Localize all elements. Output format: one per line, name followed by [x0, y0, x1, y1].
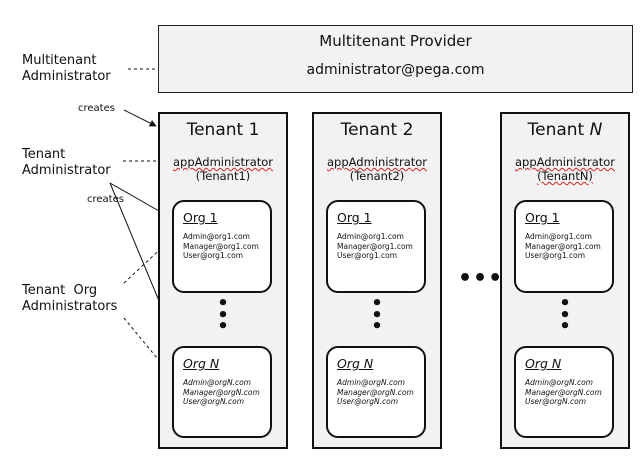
- app-administrator-scope: (Tenant2): [349, 169, 405, 183]
- creates-label-2: creates: [87, 194, 124, 205]
- org-user-admin: Admin@orgN.com: [525, 378, 593, 387]
- creates-tenant-arrow: [123, 109, 157, 127]
- org-title: Org 1: [337, 210, 372, 225]
- org-1-box: Org 1 Admin@org1.com Manager@org1.com Us…: [514, 200, 614, 293]
- org-user-user: User@orgN.com: [183, 397, 245, 406]
- org-users: Admin@orgN.com Manager@orgN.com User@org…: [183, 378, 260, 407]
- org-user-admin: Admin@org1.com: [337, 232, 404, 241]
- tenant-1-box: Tenant 1 appAdministrator (Tenant1) Org …: [158, 112, 288, 449]
- org-n-box: Org N Admin@orgN.com Manager@orgN.com Us…: [172, 346, 272, 438]
- org-user-manager: Manager@orgN.com: [525, 387, 602, 397]
- tenant-org-admins-label: Tenant Org Administrators: [22, 283, 117, 315]
- org-title: Org 1: [525, 210, 560, 225]
- app-administrator-name: appAdministrator: [172, 155, 274, 169]
- org-users: Admin@org1.com Manager@org1.com User@org…: [337, 232, 413, 261]
- tenant-title-suffix: N: [589, 120, 603, 140]
- tenant-title-prefix: Tenant: [527, 120, 585, 140]
- tenant-admin-label-line2: Administrator: [22, 163, 111, 178]
- creates-label-1: creates: [78, 103, 115, 114]
- org-users: Admin@org1.com Manager@org1.com User@org…: [183, 232, 259, 261]
- org-n-box: Org N Admin@orgN.com Manager@orgN.com Us…: [326, 346, 426, 438]
- tenant-title: Tenant N: [502, 120, 628, 140]
- vertical-ellipsis: •••: [371, 293, 383, 337]
- app-administrator-scope: (Tenant1): [195, 169, 251, 183]
- org-user-admin: Admin@orgN.com: [337, 378, 405, 387]
- org-title: Org 1: [183, 210, 218, 225]
- tenant-2-box: Tenant 2 appAdministrator (Tenant2) Org …: [312, 112, 442, 449]
- tenant-title: Tenant 2: [340, 120, 414, 140]
- multitenant-admin-label-line1: Multitenant: [22, 53, 97, 68]
- provider-title: Multitenant Provider: [319, 32, 472, 50]
- org-user-manager: Manager@org1.com: [525, 241, 601, 251]
- vertical-ellipsis: •••: [217, 293, 229, 337]
- multitenant-admin-label: Multitenant Administrator: [22, 53, 111, 85]
- app-administrator-name: appAdministrator: [326, 155, 428, 169]
- horizontal-ellipsis: •••: [458, 266, 504, 291]
- org-user-manager: Manager@org1.com: [183, 241, 259, 251]
- tenant-org-admins-label-line2: Administrators: [22, 299, 118, 314]
- multitenant-admin-label-line2: Administrator: [22, 69, 111, 84]
- org-user-admin: Admin@org1.com: [183, 232, 250, 241]
- org-user-manager: Manager@org1.com: [337, 241, 413, 251]
- org-user-admin: Admin@org1.com: [525, 232, 592, 241]
- app-administrator-scope: (TenantN): [537, 169, 593, 183]
- org-title: Org N: [525, 356, 562, 371]
- org-1-box: Org 1 Admin@org1.com Manager@org1.com Us…: [172, 200, 272, 293]
- org-user-user: User@org1.com: [183, 251, 244, 260]
- org-users: Admin@orgN.com Manager@orgN.com User@org…: [525, 378, 602, 407]
- org-user-admin: Admin@orgN.com: [183, 378, 251, 387]
- tenant-admin-label: Tenant Administrator: [22, 147, 111, 179]
- org-users: Admin@orgN.com Manager@orgN.com User@org…: [337, 378, 414, 407]
- org-user-user: User@org1.com: [337, 251, 398, 260]
- org-user-manager: Manager@orgN.com: [183, 387, 260, 397]
- org-user-manager: Manager@orgN.com: [337, 387, 414, 397]
- tenant-app-administrator: appAdministrator (TenantN): [502, 155, 628, 183]
- org-user-user: User@orgN.com: [337, 397, 399, 406]
- tenant-title: Tenant 1: [186, 120, 260, 140]
- tenant-app-administrator: appAdministrator (Tenant1): [160, 155, 286, 183]
- org-1-box: Org 1 Admin@org1.com Manager@org1.com Us…: [326, 200, 426, 293]
- org-n-box: Org N Admin@orgN.com Manager@orgN.com Us…: [514, 346, 614, 438]
- tenant-n-box: Tenant N appAdministrator (TenantN) Org …: [500, 112, 630, 449]
- org-user-user: User@org1.com: [525, 251, 586, 260]
- org-title: Org N: [183, 356, 220, 371]
- vertical-ellipsis: •••: [559, 293, 571, 337]
- org-users: Admin@org1.com Manager@org1.com User@org…: [525, 232, 601, 261]
- provider-email: administrator@pega.com: [306, 62, 485, 78]
- tenant-org-admins-label-line1: Tenant Org: [22, 283, 98, 298]
- tenant-admin-label-line1: Tenant: [22, 147, 66, 162]
- org-title: Org N: [337, 356, 374, 371]
- multitenant-provider-box: Multitenant Provider administrator@pega.…: [158, 25, 633, 93]
- app-administrator-name: appAdministrator: [514, 155, 616, 169]
- org-user-user: User@orgN.com: [525, 397, 587, 406]
- tenant-app-administrator: appAdministrator (Tenant2): [314, 155, 440, 183]
